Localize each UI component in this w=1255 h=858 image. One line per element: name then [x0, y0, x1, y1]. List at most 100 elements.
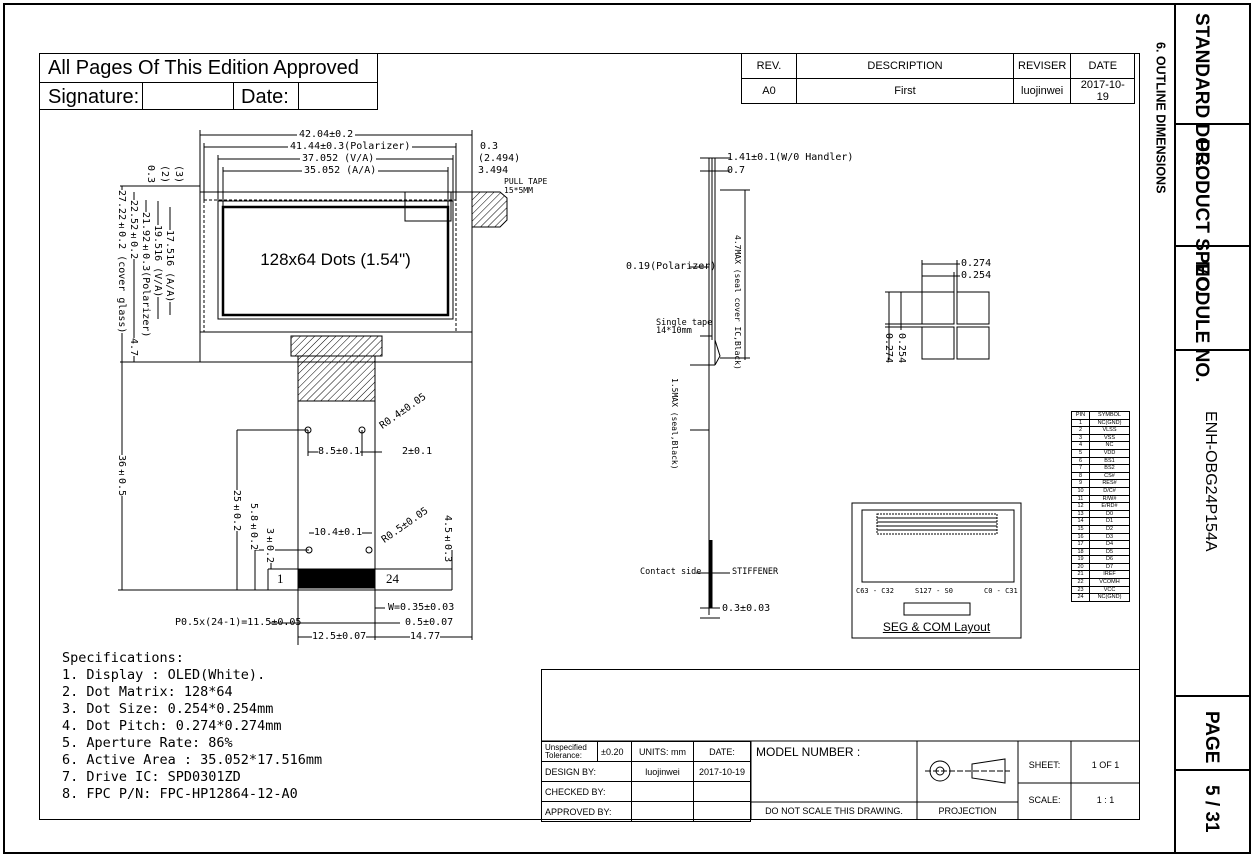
pin-number: 22 [1071, 578, 1090, 587]
pin-symbol: RES# [1089, 479, 1130, 488]
pin-table-header: PIN SYMBOL [1071, 411, 1130, 420]
pin-number: 12 [1071, 502, 1090, 511]
pin-number: 6 [1071, 456, 1090, 466]
dim-4-7: 4.7 [128, 338, 139, 357]
dim-36: 36±0.5 [116, 455, 127, 497]
com-right-label: C0 - C31 [984, 587, 1018, 595]
dim-0-5: 0.5±0.07 [405, 617, 454, 628]
module-number-cell: ENH-OBG24P154A [1176, 351, 1251, 697]
dim-0-3: 0.3 [480, 141, 499, 152]
title-block-table: Unspecified Tolerance: ±0.20 UNITS: mm D… [541, 741, 751, 822]
scale-value: 1 : 1 [1096, 795, 1115, 805]
projection-label: PROJECTION [938, 806, 997, 816]
pin-number: 18 [1071, 547, 1090, 557]
dim-glass-width: 42.04±0.2 [297, 129, 356, 140]
sheet-label: SHEET: [1028, 760, 1061, 770]
dim-left-2: (2) [159, 165, 170, 184]
pin-symbol: NC(GND) [1089, 418, 1130, 428]
pin-symbol: VCOMH [1089, 578, 1130, 587]
dim-side-thickness: 1.41±0.1(W/0 Handler) [727, 152, 854, 163]
standard-doc-label: STANDARD DOC. [1191, 13, 1212, 171]
pull-tape-box [404, 191, 452, 222]
stiffener-label: STIFFENER [732, 567, 779, 577]
page-value-cell: 5 / 31 [1176, 771, 1251, 851]
pin-number: 11 [1071, 494, 1090, 504]
tb-date-label: DATE: [693, 741, 751, 762]
design-by-label: DESIGN BY: [541, 761, 632, 782]
display-label: 128x64 Dots (1.54") [260, 250, 411, 269]
dim-8-5: 8.5±0.1 [318, 446, 361, 457]
pin-number: 21 [1071, 570, 1090, 580]
pin-symbol: D3 [1089, 532, 1130, 542]
model-number-label: MODEL NUMBER : [756, 745, 861, 759]
dim-cover-glass-height: 27.22±0.2 (cover glass) [116, 190, 127, 334]
dim-side-polarizer: 0.19(Polarizer) [626, 261, 717, 272]
contact-side-label: Contact side [640, 567, 702, 577]
pin-symbol: VSS [1089, 433, 1130, 443]
design-date-value: 2017-10-19 [693, 761, 751, 782]
dim-glass-height: 22.52±0.2 [128, 200, 139, 260]
pin-number: 20 [1071, 562, 1090, 572]
seg-com-caption: SEG & COM Layout [882, 620, 991, 634]
active-area [221, 205, 450, 317]
fpc-stiffener [297, 355, 376, 402]
symbol-header: SYMBOL [1089, 411, 1130, 420]
pin-number: 23 [1071, 585, 1090, 595]
module-number-value: ENH-OBG24P154A [1202, 411, 1219, 552]
dim-aa-width: 35.052 (A/A) [302, 165, 379, 176]
checked-by-label: CHECKED BY: [541, 781, 632, 802]
pin-number: 5 [1071, 448, 1090, 458]
right-title-column: STANDARD DOC. PRODUCT SPEC. MODULE NO. E… [1174, 3, 1251, 854]
com-left-label: C63 - C32 [856, 587, 894, 595]
pin-symbol: NC(GND) [1089, 593, 1130, 602]
pin-number: 24 [1071, 593, 1090, 602]
page-value: 5 / 31 [1201, 785, 1222, 833]
sheet-value: 1 OF 1 [1091, 760, 1120, 770]
pin-symbol: NC [1089, 441, 1130, 450]
page-label: PAGE [1201, 711, 1222, 764]
pin-number: 4 [1071, 441, 1090, 450]
dim-25: 25±0.2 [231, 490, 242, 532]
single-tape-label: Single tape [656, 318, 713, 328]
dim-left-3: (3) [173, 165, 184, 184]
product-spec-cell: PRODUCT SPEC. [1176, 125, 1251, 295]
pin-symbol: D/C# [1089, 486, 1130, 496]
dim-10-4: 10.4±0.1 [314, 527, 363, 538]
pin-number: 1 [1071, 418, 1090, 428]
pin-number: 15 [1071, 524, 1090, 534]
signature-label: Signature: [40, 83, 143, 110]
pin-symbol: BS2 [1089, 464, 1130, 473]
dim-12-5: 12.5±0.07 [312, 631, 367, 642]
scale-label: SCALE: [1028, 795, 1061, 805]
fpc-tail [297, 401, 376, 591]
pin-number: 2 [1071, 426, 1090, 435]
pin-symbol: D6 [1089, 555, 1130, 564]
pin-number: 8 [1071, 471, 1090, 481]
dim-side-0-3: 0.3±0.03 [722, 603, 771, 614]
date-label: Date: [233, 83, 299, 110]
fpc-contacts [297, 568, 376, 589]
outer-frame [3, 3, 1251, 854]
pin-symbol: IREF [1089, 570, 1130, 580]
revision-header-row: REV. DESCRIPTION REVISER DATE [741, 53, 1136, 79]
pin-symbol: E/RD# [1089, 502, 1130, 511]
dim-side-seal: 1.5MAX (seal,Black) [670, 378, 679, 470]
dim-left-0-3: 0.3 [145, 165, 156, 184]
pin-symbol: D7 [1089, 562, 1130, 572]
section-title: 6. OUTLINE DIMENSIONS [1153, 42, 1168, 194]
pin-number: 10 [1071, 486, 1090, 496]
pin-number: 19 [1071, 555, 1090, 564]
rev-value: A0 [741, 78, 797, 104]
